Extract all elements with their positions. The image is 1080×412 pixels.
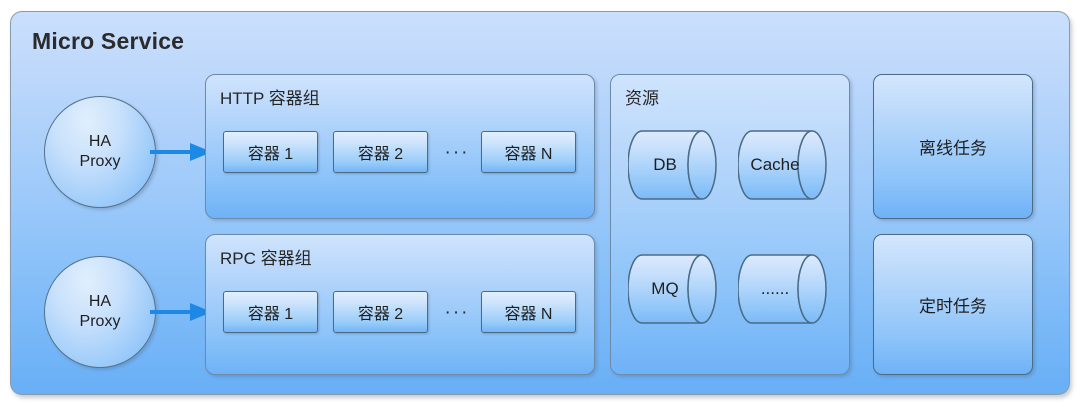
rpc-container-group[interactable]: RPC 容器组 容器 1 容器 2 ··· 容器 N xyxy=(205,234,595,375)
resource-node-cache[interactable]: Cache xyxy=(737,129,833,201)
resource-node-mq[interactable]: MQ xyxy=(627,253,723,325)
arrow-haproxy-to-http-group xyxy=(150,143,212,161)
ha-proxy-rpc-node[interactable]: HA Proxy xyxy=(44,256,156,368)
arrow-haproxy-to-rpc-group xyxy=(150,303,212,321)
page-title: Micro Service xyxy=(32,28,185,54)
resource-group[interactable]: 资源 DB xyxy=(610,74,850,375)
http-container-n[interactable]: 容器 N xyxy=(481,131,576,173)
ha-proxy-http-node[interactable]: HA Proxy xyxy=(44,96,156,208)
cron-task-box[interactable]: 定时任务 xyxy=(873,234,1033,375)
http-container-1[interactable]: 容器 1 xyxy=(223,131,318,173)
ha-proxy-rpc-line2: Proxy xyxy=(79,313,121,330)
resource-node-more[interactable]: ...... xyxy=(737,253,833,325)
cylinder-icon xyxy=(627,130,717,200)
ha-proxy-http-line2: Proxy xyxy=(79,153,121,170)
ha-proxy-http-line1: HA xyxy=(88,133,112,151)
http-container-group[interactable]: HTTP 容器组 容器 1 容器 2 ··· 容器 N xyxy=(205,74,595,219)
http-container-2[interactable]: 容器 2 xyxy=(333,131,428,173)
resource-node-db[interactable]: DB xyxy=(627,129,723,201)
rpc-container-1[interactable]: 容器 1 xyxy=(223,291,318,333)
cylinder-icon xyxy=(627,254,717,324)
offline-task-box[interactable]: 离线任务 xyxy=(873,74,1033,219)
http-ellipsis-icon: ··· xyxy=(444,141,470,163)
resource-group-label: 资源 xyxy=(625,89,659,108)
ha-proxy-rpc-line1: HA xyxy=(88,293,112,311)
cylinder-icon xyxy=(737,130,827,200)
rpc-container-n[interactable]: 容器 N xyxy=(481,291,576,333)
cylinder-icon xyxy=(737,254,827,324)
http-group-label: HTTP 容器组 xyxy=(220,89,320,108)
rpc-group-label: RPC 容器组 xyxy=(220,249,312,268)
rpc-container-2[interactable]: 容器 2 xyxy=(333,291,428,333)
rpc-ellipsis-icon: ··· xyxy=(444,301,470,323)
